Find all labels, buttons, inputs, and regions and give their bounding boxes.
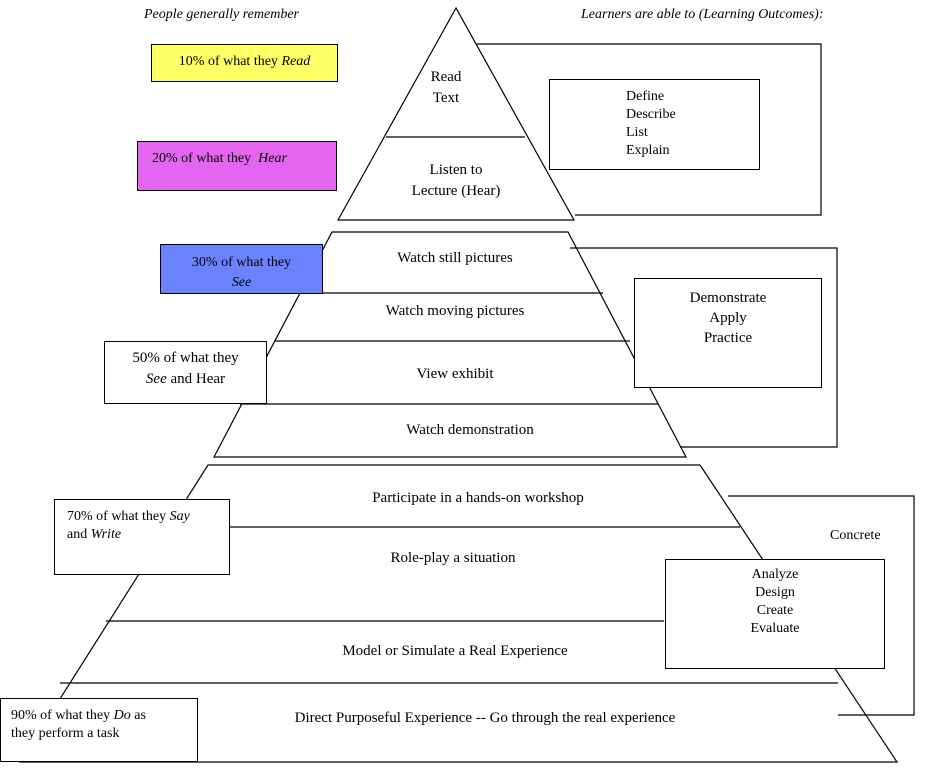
memory-header: People generally remember — [144, 7, 299, 22]
tier-label-direct-experience: Direct Purposeful Experience -- Go throu… — [294, 710, 676, 726]
outcome-item: Define — [626, 89, 665, 104]
memory-text: 30% of what they — [191, 255, 292, 270]
memory-text-mid: and — [67, 527, 91, 542]
memory-emphasis: Hear — [258, 151, 287, 166]
pyramid-tier-abstract — [336, 6, 576, 221]
outcome-item: Demonstrate — [689, 290, 767, 306]
outcome-item: Analyze — [751, 567, 799, 582]
outcome-bracket-1 — [476, 43, 822, 216]
memory-text: 20% of what they — [152, 151, 259, 166]
outcome-item: Explain — [626, 143, 670, 158]
outcome-item: Evaluate — [750, 621, 800, 636]
outcome-box-create: Analyze Design Create Evaluate — [665, 559, 885, 669]
tier-label-text: Text — [432, 90, 460, 106]
memory-box-see-hear: 50% of what they See and Hear — [104, 341, 267, 404]
pyramid-tier-concrete — [18, 464, 899, 763]
tier-label-simulate: Model or Simulate a Real Experience — [342, 643, 568, 659]
memory-emphasis: See — [145, 371, 167, 387]
memory-emphasis: Read — [281, 54, 311, 69]
memory-text-line2: they perform a task — [11, 726, 120, 741]
tier-label-still-pictures: Watch still pictures — [397, 250, 513, 266]
memory-text-suffix: and Hear — [166, 371, 226, 387]
outcome-item: Apply — [709, 310, 747, 326]
tier-label-moving-pictures: Watch moving pictures — [385, 303, 525, 319]
tier-label-workshop: Participate in a hands-on workshop — [372, 490, 584, 506]
outcome-bracket-3 — [728, 495, 915, 716]
memory-box-say-write: 70% of what they Say and Write — [54, 499, 230, 575]
tier-label-role-play: Role-play a situation — [390, 550, 516, 566]
outcome-item: Practice — [703, 330, 753, 346]
outcome-bracket-2 — [570, 247, 838, 448]
memory-text: 70% of what they — [67, 509, 170, 524]
memory-emphasis-2: Write — [90, 527, 122, 542]
outcome-box-remember: Define Describe List Explain — [549, 79, 760, 170]
memory-box-read: 10% of what they Read — [151, 44, 338, 82]
memory-text-suffix: as — [130, 708, 146, 723]
memory-box-do: 90% of what they Do as they perform a ta… — [0, 698, 198, 762]
outcome-item: Design — [755, 585, 795, 600]
tier-label-listen: Listen to — [429, 162, 483, 178]
tier-label-demonstration: Watch demonstration — [406, 422, 534, 438]
outcome-item: Create — [756, 603, 794, 618]
outcome-item: Describe — [626, 107, 676, 122]
memory-text: 90% of what they — [11, 708, 114, 723]
memory-text: 10% of what they — [178, 54, 282, 69]
concrete-label: Concrete — [830, 528, 881, 543]
memory-emphasis: Do — [113, 708, 131, 723]
outcome-item: List — [626, 125, 648, 140]
outcome-box-apply: Demonstrate Apply Practice — [634, 278, 822, 388]
memory-box-hear: 20% of what they Hear — [137, 141, 337, 191]
tier-label-lecture: Lecture (Hear) — [411, 183, 501, 199]
memory-text: 50% of what they — [132, 350, 239, 366]
tier-label-exhibit: View exhibit — [416, 366, 494, 382]
outcomes-header: Learners are able to (Learning Outcomes)… — [581, 7, 824, 22]
memory-emphasis: Say — [169, 509, 190, 524]
tier-label-read: Read — [430, 69, 462, 85]
memory-box-see: 30% of what they See — [160, 244, 323, 294]
memory-emphasis: See — [231, 275, 252, 290]
